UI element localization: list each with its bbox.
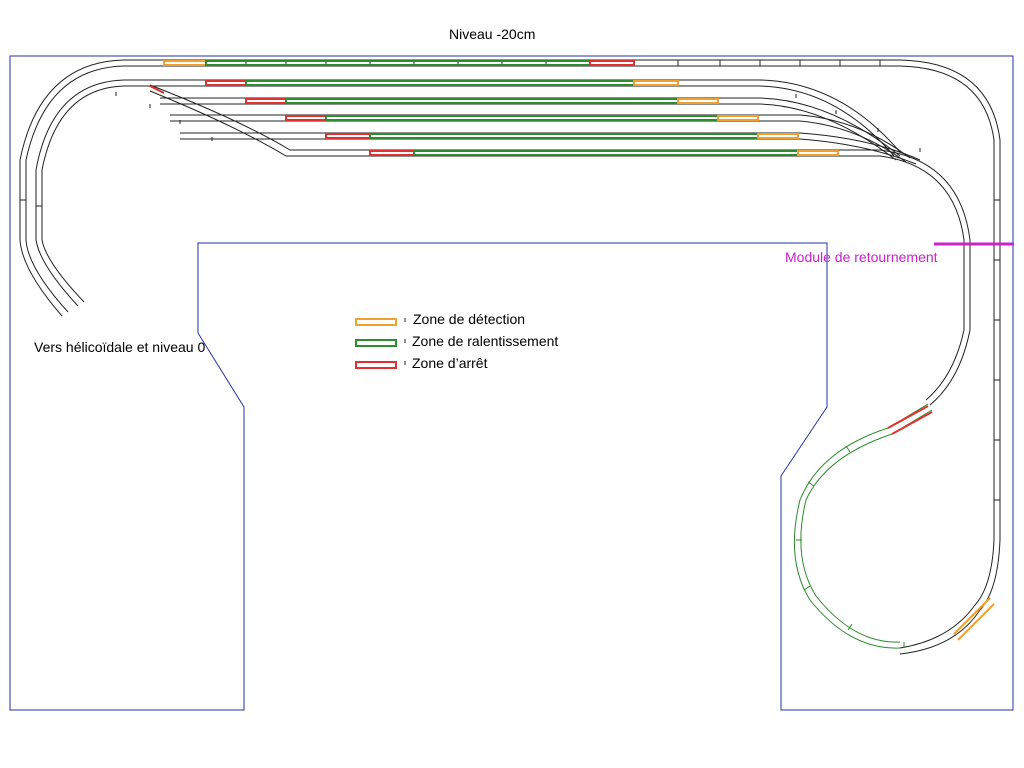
reversing-loop [793, 403, 995, 655]
legend-label-detection: Zone de détection [413, 311, 526, 327]
page-title: Niveau -20cm [449, 26, 536, 42]
zone-detection [797, 150, 839, 156]
zone-overlays [149, 60, 839, 156]
helix-curves [19, 59, 125, 317]
helix-label: Vers hélicoïdale et niveau 0 [34, 339, 206, 355]
zone-slowdown [413, 150, 799, 156]
zone-detection [757, 133, 799, 139]
legend-swatch-detection [355, 318, 397, 326]
legend-swatch-stop [355, 361, 397, 369]
legend-label-stop: Zone d’arrêt [412, 355, 488, 371]
zone-detection [163, 60, 207, 66]
zone-slowdown [205, 60, 591, 66]
zone-detection [717, 115, 759, 121]
zone-slowdown [285, 98, 679, 104]
turnout-marks [115, 92, 921, 152]
zone-stop [325, 133, 371, 139]
zone-stop [245, 98, 287, 104]
zone-detection [633, 80, 679, 86]
zone-stop [369, 150, 415, 156]
zone-stop [149, 85, 165, 94]
station-tracks [124, 79, 971, 406]
zone-stop [205, 80, 247, 86]
legend-label-slowdown: Zone de ralentissement [412, 333, 559, 349]
zone-slowdown [369, 133, 759, 139]
zone-detection [677, 98, 719, 104]
legend-swatch-slowdown [355, 339, 397, 347]
track-ticks [20, 60, 1000, 501]
baseboard-outline [9, 55, 1014, 711]
zone-slowdown [245, 80, 635, 86]
outer-mainline [124, 59, 1001, 611]
zone-slowdown [325, 115, 719, 121]
reversing-module-label: Module de retournement [785, 249, 938, 265]
zone-stop [589, 60, 635, 66]
zone-stop [285, 115, 327, 121]
legend-swatches [355, 318, 406, 369]
